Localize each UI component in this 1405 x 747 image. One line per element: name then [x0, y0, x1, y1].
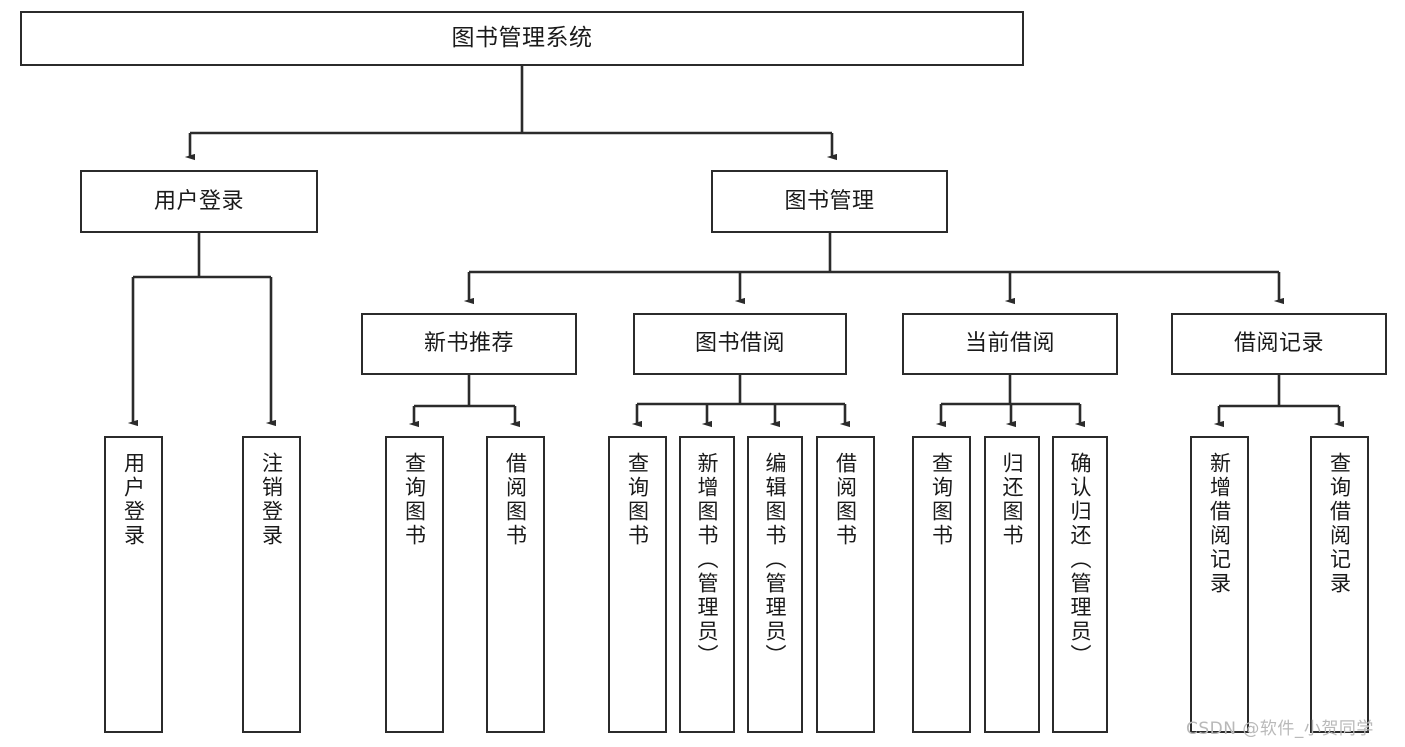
node-label: 借阅图书	[503, 452, 528, 548]
node-user-login[interactable]: 用户登录	[80, 170, 318, 233]
node-label: 图书管理	[784, 188, 875, 214]
node-book-management[interactable]: 图书管理	[711, 170, 948, 233]
node-label: 查询图书	[402, 452, 427, 548]
node-borrow-record[interactable]: 借阅记录	[1171, 313, 1387, 375]
node-leaf-confirm-return[interactable]: 确认归还（管理员）	[1052, 436, 1108, 733]
watermark-text: CSDN @软件_小贺同学	[1186, 719, 1374, 739]
node-label: 确认归还（管理员）	[1068, 452, 1093, 668]
node-leaf-add-record[interactable]: 新增借阅记录	[1190, 436, 1249, 733]
node-leaf-borrow-book-2[interactable]: 借阅图书	[816, 436, 875, 733]
node-label: 新增借阅记录	[1207, 452, 1232, 596]
node-label: 图书管理系统	[451, 24, 593, 51]
node-current-borrow[interactable]: 当前借阅	[902, 313, 1118, 375]
node-leaf-user-logout[interactable]: 注销登录	[242, 436, 301, 733]
node-label: 查询借阅记录	[1327, 452, 1352, 596]
node-leaf-query-book-3[interactable]: 查询图书	[912, 436, 971, 733]
node-label: 新增图书（管理员）	[695, 452, 720, 668]
node-label: 归还图书	[1000, 452, 1025, 548]
node-label: 图书借阅	[694, 331, 785, 357]
node-leaf-query-book-2[interactable]: 查询图书	[608, 436, 667, 733]
node-leaf-query-book-1[interactable]: 查询图书	[385, 436, 444, 733]
node-label: 当前借阅	[964, 331, 1055, 357]
node-root-system[interactable]: 图书管理系统	[20, 11, 1024, 66]
node-label: 借阅记录	[1233, 331, 1324, 357]
node-label: 用户登录	[153, 188, 244, 214]
node-label: 新书推荐	[423, 331, 514, 357]
node-label: 查询图书	[929, 452, 954, 548]
node-label: 用户登录	[121, 452, 146, 548]
node-leaf-edit-book[interactable]: 编辑图书（管理员）	[747, 436, 803, 733]
node-leaf-borrow-book-1[interactable]: 借阅图书	[486, 436, 545, 733]
node-label: 编辑图书（管理员）	[763, 452, 788, 668]
node-leaf-query-record[interactable]: 查询借阅记录	[1310, 436, 1369, 733]
node-leaf-add-book[interactable]: 新增图书（管理员）	[679, 436, 735, 733]
node-book-borrow[interactable]: 图书借阅	[633, 313, 847, 375]
node-new-book-recommend[interactable]: 新书推荐	[361, 313, 577, 375]
node-label: 注销登录	[259, 452, 284, 548]
node-leaf-user-login[interactable]: 用户登录	[104, 436, 163, 733]
node-leaf-return-book[interactable]: 归还图书	[984, 436, 1040, 733]
node-label: 借阅图书	[833, 452, 858, 548]
node-label: 查询图书	[625, 452, 650, 548]
